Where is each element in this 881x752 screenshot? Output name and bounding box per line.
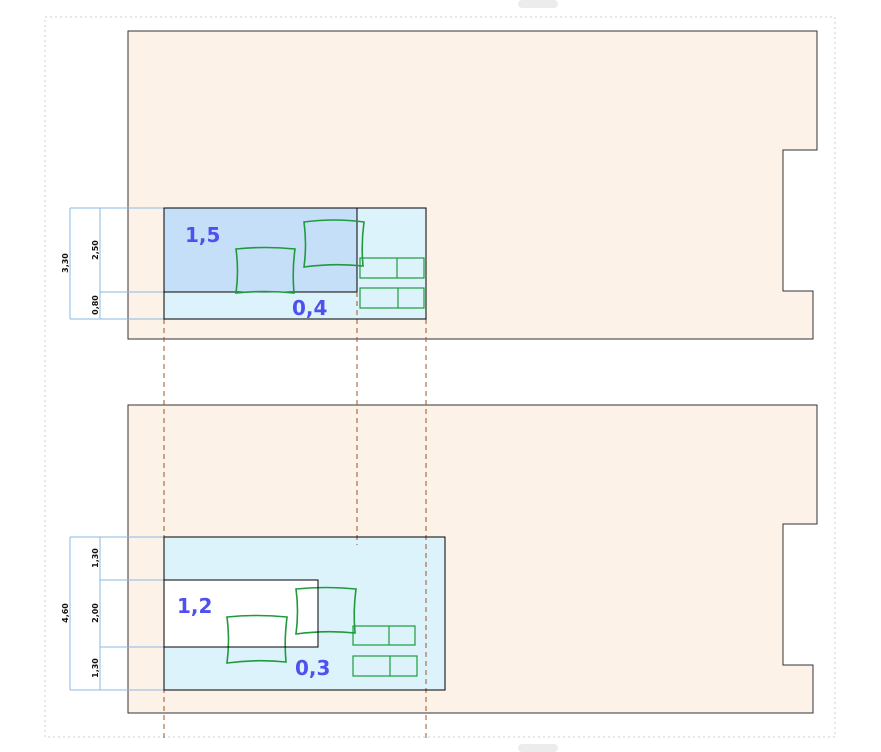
area-label-top-lower: 0,4 bbox=[292, 296, 327, 320]
cushion-icon bbox=[235, 246, 296, 294]
zone-upper-top bbox=[164, 208, 357, 292]
alignment-guides bbox=[163, 292, 427, 740]
dimension-inner-bottom-1: 1,30 bbox=[91, 548, 100, 568]
area-label-top-upper: 1,5 bbox=[185, 223, 220, 247]
zone-total-top-outline bbox=[163, 207, 427, 320]
zone-middle-bottom bbox=[164, 580, 318, 647]
page-border bbox=[44, 16, 836, 738]
dimension-inner-top-2: 0,80 bbox=[91, 295, 100, 315]
dimension-inner-top-1: 2,50 bbox=[91, 240, 100, 260]
bottom-drag-handle[interactable] bbox=[518, 744, 558, 752]
dimension-outer-bottom: 4,60 bbox=[61, 603, 70, 623]
storage-box-icon bbox=[359, 257, 425, 279]
cushion-icon bbox=[295, 586, 357, 635]
storage-box-icon bbox=[359, 287, 425, 309]
dimension-inner-bottom-2: 2,00 bbox=[91, 603, 100, 623]
dimension-inner-bottom-3: 1,30 bbox=[91, 658, 100, 678]
plan-top: 1,5 0,4 3,30 2,50 0,80 bbox=[61, 30, 818, 340]
area-label-bottom-lower: 0,3 bbox=[295, 656, 330, 680]
dimension-lines-top bbox=[69, 207, 164, 320]
storage-box-icon bbox=[352, 625, 416, 646]
plan-bottom: 1,2 0,3 4,60 1,30 2,00 1,30 bbox=[61, 404, 818, 714]
area-label-bottom-middle: 1,2 bbox=[177, 594, 212, 618]
storage-box-icon bbox=[352, 655, 418, 677]
zone-middle-bottom-outline bbox=[163, 579, 319, 648]
dimension-lines-bottom bbox=[69, 536, 164, 691]
cushion-icon bbox=[303, 219, 365, 268]
cushion-icon bbox=[226, 614, 288, 664]
dimension-outer-top: 3,30 bbox=[61, 253, 70, 273]
top-drag-handle[interactable] bbox=[518, 0, 558, 8]
